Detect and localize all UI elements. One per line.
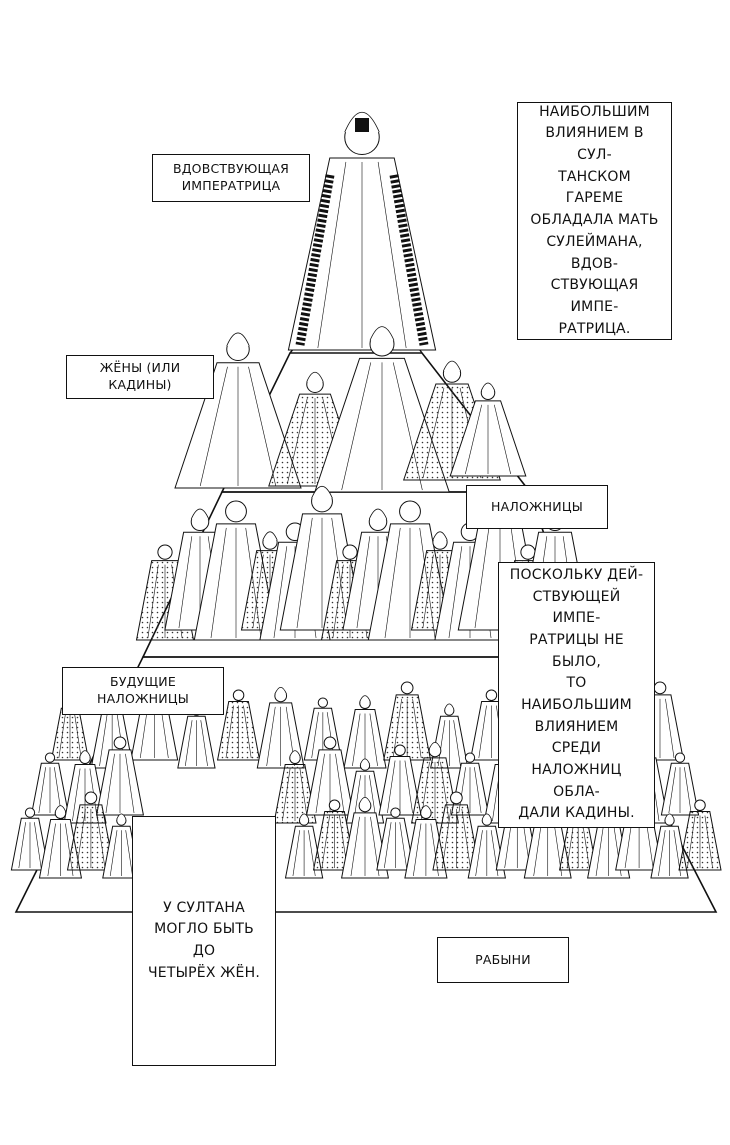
wife-figure [449, 382, 527, 477]
servant-figure [650, 813, 689, 879]
tier-label-wives-text: Жёны (или кадины) [99, 360, 181, 392]
servant-figure [312, 799, 357, 871]
tier-label-future-concubines-text: Будущие наложницы [97, 674, 189, 706]
note-empress-influence: Наибольшим влиянием в сул- танском гарем… [517, 102, 672, 340]
tier-label-concubines-text: Наложницы [491, 498, 583, 514]
tier-label-wives: Жёны (или кадины) [66, 355, 214, 399]
servant-figure [284, 813, 324, 879]
empress-figure [287, 112, 437, 351]
note-sultan-wives-text: У султана могло быть до четырёх жён. [148, 899, 260, 981]
tier-label-empress: Вдовствующая императрица [152, 154, 310, 202]
servant-figure [678, 799, 722, 871]
servant-figure [273, 750, 317, 824]
servant-figure [343, 695, 387, 769]
note-sultan-wives: У султана могло быть до четырёх жён. [132, 816, 276, 1066]
servant-figure [30, 752, 70, 816]
servant-figure [10, 807, 50, 871]
servant-figure [467, 813, 507, 879]
servant-figure [376, 807, 415, 871]
tier-label-concubines: Наложницы [466, 485, 608, 529]
servant-figure [378, 744, 422, 816]
tier-label-empress-text: Вдовствующая императрица [172, 161, 290, 193]
note-concubines-influence-text: Поскольку дей- ствующей импе- ратрицы не… [509, 566, 644, 822]
tier-label-slaves: Рабыни [437, 937, 569, 983]
tier-label-future-concubines: Будущие наложницы [62, 667, 224, 715]
servant-figure [660, 752, 700, 816]
servant-figure [383, 681, 432, 761]
note-empress-influence-text: Наибольшим влиянием в сул- танском гарем… [530, 103, 659, 337]
servant-figure [95, 736, 145, 816]
tier-label-slaves-text: Рабыни [475, 951, 531, 967]
servant-figure [102, 813, 141, 879]
servant-figure [66, 791, 115, 871]
note-concubines-influence: Поскольку дей- ствующей импе- ратрицы не… [498, 562, 655, 828]
